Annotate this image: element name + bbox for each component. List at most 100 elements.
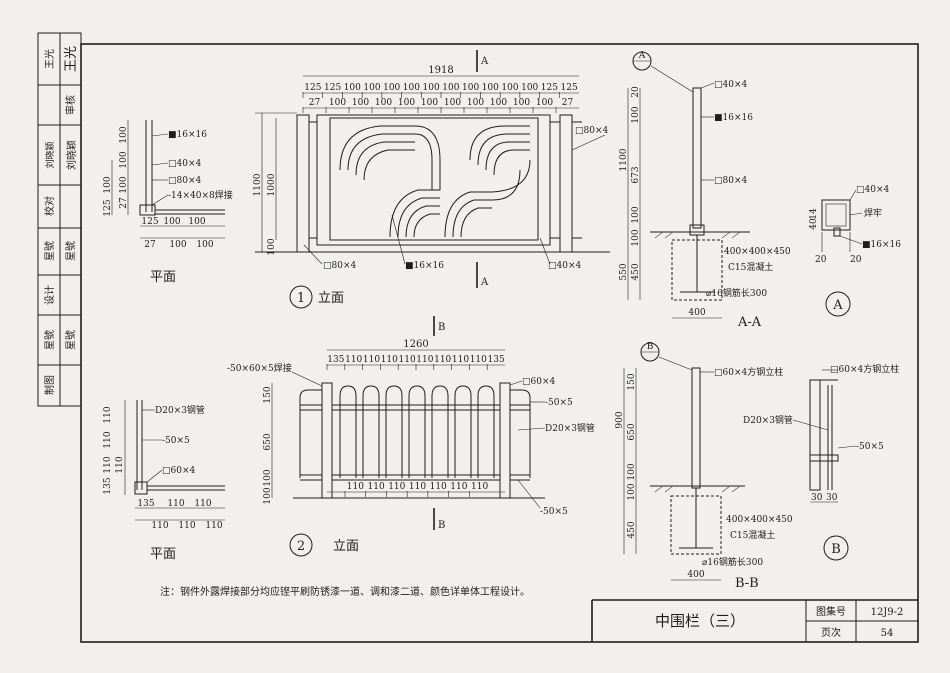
fence1-plan-v2: 100 [119,176,129,193]
detail-a-circle: A [832,298,843,313]
sidebar-label-4: 星號 [43,241,56,261]
f1d2-value: 100 [421,98,438,108]
fence1-post-left [296,114,310,253]
detail-a-d0: 14 [809,208,819,220]
f2dm-value: 110 [450,482,467,492]
sidebar-label-5: 设计 [43,285,56,305]
detail-b-circle: B [831,542,841,557]
detail-a-d1: 40 [809,218,819,230]
fence2-plan: 110 110 110 135 110 135 110 110 110 110 … [103,400,225,562]
fence2-picket [454,385,472,478]
f1d1-value: 100 [423,83,440,93]
section-a-v2: 1100 [619,148,629,171]
f2dt-value: 135 [488,355,505,365]
section-b-v1: 900 [615,411,625,428]
title-block-title: 中围栏（三） [655,612,745,630]
f1d2-value: 100 [536,98,553,108]
f1d1-value: 100 [442,83,459,93]
section-a-label-sq40: □40×4 [714,80,747,90]
fence1-h1100: 1100 [253,173,263,196]
f2dm-value: 110 [347,482,364,492]
section-a-v5: 100 [631,229,641,246]
section-b-v5: 450 [627,521,637,538]
fence1-label-sq16: ■16×16 [405,261,444,271]
fence2-plan-h5: 110 [205,521,222,531]
section-a-v7: 450 [631,263,641,280]
fence1-cut-a-top: A [480,56,489,67]
f1d2-value: 100 [352,98,369,108]
f1d2-value: 100 [329,98,346,108]
section-a-v3: 673 [631,166,641,183]
fence2-plan-v4: 135 [103,477,113,494]
sidebar-sign-6: 星號 [64,330,77,350]
sidebar-label-1: 审核 [64,95,77,115]
f2dt-value: 110 [345,355,362,365]
fence2-picket [385,385,403,478]
detail-a-label-sq40: □40×4 [856,185,889,195]
section-b-mark: B [647,342,654,352]
title-block-page-label: 页次 [821,626,841,639]
fence1-total-width: 1918 [428,65,453,76]
section-b-label-rebar: ⌀16钢筋长300 [702,556,763,568]
f1d1-value: 100 [482,83,499,93]
fence2-plan-label: 平面 [150,547,176,562]
sidebar-sign-0: 王光 [64,46,79,72]
fence1-plan-v4: 27 [119,197,129,209]
fence2-total-width: 1260 [403,339,428,350]
f1d1-value: 125 [541,83,558,93]
section-a-v4: 100 [631,206,641,223]
fence1-plan-h0: 125 [141,217,158,227]
section-a-v0: 20 [631,86,641,98]
fence1-plan-label-plate: -14×40×8焊接 [168,189,233,201]
fence2-plan-v2: 110 [103,456,113,473]
fence2-plan-h1: 110 [167,499,184,509]
fence2-label-pipe: D20×3钢管 [545,422,595,434]
fence1-plan-v5: 125 [103,199,113,216]
fence2-plan-h2: 110 [194,499,211,509]
fence2-label-bar50a: -50×5 [545,398,573,408]
sidebar-sign-4: 星號 [64,241,77,261]
sidebar-label-6: 星號 [43,330,56,350]
fence1-label-sq80b: □80×4 [323,261,356,271]
fence2-post-left [321,382,333,499]
section-a-v1: 100 [631,106,641,123]
section-b-title: B-B [735,576,759,591]
f1d1-value: 125 [561,83,578,93]
fence1-post-right [559,114,573,253]
fence1-label-sq40: □40×4 [548,261,581,271]
sidebar-sign-2: 刘晓颖 [65,140,78,170]
section-a-label-found: 400×400×450 [724,247,791,257]
f1d1-value: 125 [324,83,341,93]
fence2-h150: 150 [263,386,273,403]
f1d1-value: 100 [501,83,518,93]
sidebar-label-2: 刘晓颖 [44,141,56,168]
detail-a-d2: 20 [815,255,827,265]
detail-b-label-bar: -50×5 [856,442,884,452]
fence2-label-sq60: □60×4 [522,377,555,387]
section-a-label-sq80: □80×4 [714,176,747,186]
section-a-width: 400 [688,308,705,318]
general-note: 注：钢件外露焊接部分均应铿平刷防锈漆一道、调和漆二道、颜色详单体工程设计。 [160,585,530,598]
fence1-plan-label-sq40: □40×4 [168,159,201,169]
f1d2-value: 100 [444,98,461,108]
fence2-picket [408,385,426,478]
section-b-hatch [654,485,741,493]
fence1-plan-h2: 100 [188,217,205,227]
fence2-plan-v0: 110 [103,406,113,423]
detail-b-d0: 30 [811,493,823,503]
f1d1-value: 125 [304,83,321,93]
f1d2-value: 100 [490,98,507,108]
detail-b-label-pipe: D20×3钢管 [743,414,793,426]
sidebar-label-0: 王光 [43,49,56,69]
sidebar: 王光 王光 审核 刘晓颖 刘晓颖 校对 星號 星號 设计 星號 星號 制图 [37,32,82,407]
f1d2-value: 100 [513,98,530,108]
f1d1-value: 100 [363,83,380,93]
f2dm-value: 110 [471,482,488,492]
f2dm-value: 110 [368,482,385,492]
fence1-label-sq80a: □80×4 [575,126,608,136]
f2dt-value: 110 [381,355,398,365]
detail-a-label-weld: 焊牢 [864,207,882,219]
fence1-h100: 100 [267,238,277,255]
